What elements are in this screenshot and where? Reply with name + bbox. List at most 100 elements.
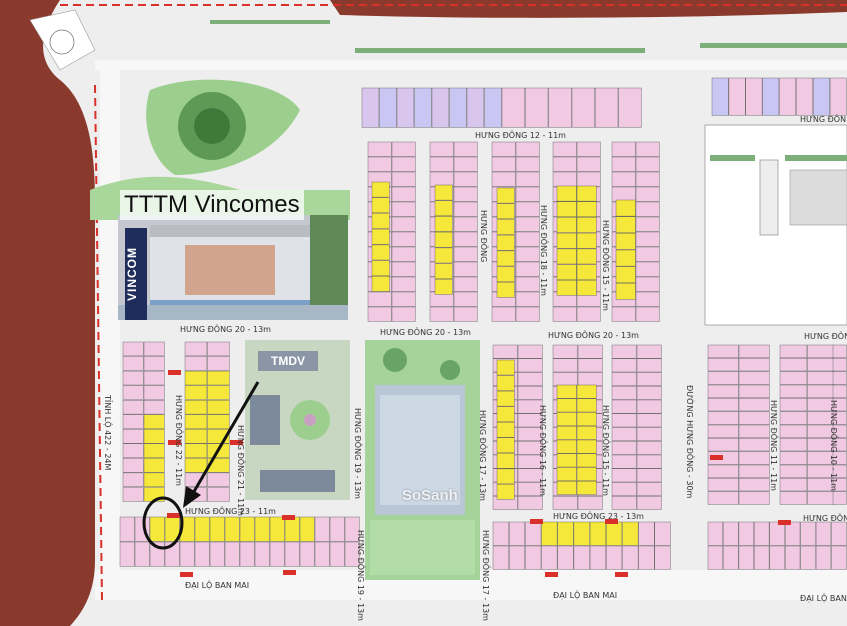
land-lot[interactable]: [738, 464, 770, 478]
land-lot[interactable]: [556, 426, 577, 440]
land-lot[interactable]: [635, 201, 660, 217]
land-lot[interactable]: [371, 213, 390, 229]
land-lot[interactable]: [207, 341, 230, 357]
land-lot[interactable]: [815, 545, 832, 570]
land-lot[interactable]: [707, 451, 739, 465]
land-lot[interactable]: [611, 344, 637, 359]
land-lot[interactable]: [636, 468, 662, 483]
land-lot[interactable]: [541, 545, 558, 570]
land-lot[interactable]: [576, 481, 597, 495]
land-lot[interactable]: [785, 521, 801, 546]
land-lot[interactable]: [779, 411, 808, 425]
land-lot[interactable]: [635, 156, 660, 172]
land-lot[interactable]: [517, 358, 543, 373]
land-lot[interactable]: [556, 481, 577, 495]
land-lot[interactable]: [589, 521, 606, 546]
land-lot[interactable]: [779, 478, 808, 492]
land-lot[interactable]: [779, 438, 808, 452]
land-lot[interactable]: [831, 545, 847, 570]
land-lot[interactable]: [517, 468, 543, 483]
land-lot[interactable]: [707, 358, 739, 372]
land-lot[interactable]: [371, 181, 390, 198]
land-lot[interactable]: [635, 276, 660, 292]
land-lot[interactable]: [391, 141, 416, 157]
land-lot[interactable]: [143, 356, 165, 371]
land-lot[interactable]: [707, 521, 724, 546]
land-lot[interactable]: [361, 87, 380, 128]
land-lot[interactable]: [615, 216, 636, 233]
land-lot[interactable]: [184, 385, 208, 400]
land-lot[interactable]: [194, 516, 210, 542]
land-lot[interactable]: [517, 496, 543, 510]
land-lot[interactable]: [754, 521, 770, 546]
land-lot[interactable]: [556, 412, 577, 426]
land-lot[interactable]: [517, 482, 543, 496]
land-lot[interactable]: [654, 521, 671, 546]
land-lot[interactable]: [496, 484, 515, 500]
land-lot[interactable]: [391, 261, 416, 277]
land-lot[interactable]: [491, 156, 516, 172]
land-lot[interactable]: [224, 516, 240, 542]
land-lot[interactable]: [636, 358, 662, 373]
land-lot[interactable]: [606, 545, 623, 570]
land-lot[interactable]: [636, 413, 662, 428]
land-lot[interactable]: [207, 400, 230, 415]
land-lot[interactable]: [371, 197, 390, 213]
land-lot[interactable]: [552, 358, 578, 373]
land-lot[interactable]: [738, 478, 770, 492]
land-lot[interactable]: [638, 545, 655, 570]
land-lot[interactable]: [636, 372, 662, 386]
land-lot[interactable]: [800, 545, 816, 570]
land-lot[interactable]: [738, 521, 754, 546]
land-lot[interactable]: [184, 458, 208, 473]
land-lot[interactable]: [785, 545, 801, 570]
land-lot[interactable]: [429, 306, 454, 322]
land-lot[interactable]: [434, 216, 453, 232]
land-lot[interactable]: [769, 521, 785, 546]
land-lot[interactable]: [453, 141, 478, 157]
land-lot[interactable]: [525, 87, 549, 128]
land-lot[interactable]: [635, 306, 660, 322]
land-lot[interactable]: [635, 291, 660, 307]
land-lot[interactable]: [589, 545, 606, 570]
land-lot[interactable]: [611, 306, 636, 322]
land-lot[interactable]: [367, 306, 392, 322]
land-lot[interactable]: [635, 231, 660, 247]
land-lot[interactable]: [622, 545, 639, 570]
land-lot[interactable]: [367, 141, 392, 157]
land-lot[interactable]: [284, 516, 300, 542]
land-lot[interactable]: [611, 386, 637, 400]
land-lot[interactable]: [552, 344, 578, 359]
land-lot[interactable]: [552, 306, 577, 322]
land-lot[interactable]: [615, 249, 636, 267]
land-lot[interactable]: [329, 516, 345, 542]
land-lot[interactable]: [496, 234, 515, 251]
land-lot[interactable]: [122, 341, 144, 357]
land-lot[interactable]: [636, 386, 662, 400]
land-lot[interactable]: [429, 171, 454, 187]
land-lot[interactable]: [122, 400, 144, 415]
land-lot[interactable]: [466, 87, 485, 128]
land-lot[interactable]: [832, 398, 847, 412]
land-lot[interactable]: [496, 250, 515, 267]
land-lot[interactable]: [371, 244, 390, 261]
land-lot[interactable]: [754, 545, 770, 570]
land-lot[interactable]: [796, 77, 813, 116]
land-lot[interactable]: [552, 156, 577, 172]
land-lot[interactable]: [434, 279, 453, 295]
land-lot[interactable]: [491, 171, 516, 187]
land-lot[interactable]: [122, 458, 144, 473]
land-lot[interactable]: [556, 248, 577, 265]
land-lot[interactable]: [429, 156, 454, 172]
land-lot[interactable]: [329, 541, 345, 567]
land-lot[interactable]: [184, 400, 208, 415]
land-lot[interactable]: [184, 341, 208, 357]
land-lot[interactable]: [576, 156, 601, 172]
land-lot[interactable]: [779, 384, 808, 398]
land-lot[interactable]: [611, 156, 636, 172]
land-lot[interactable]: [391, 201, 416, 217]
land-lot[interactable]: [453, 216, 478, 232]
land-lot[interactable]: [635, 246, 660, 262]
land-lot[interactable]: [143, 370, 165, 386]
land-lot[interactable]: [414, 87, 432, 128]
